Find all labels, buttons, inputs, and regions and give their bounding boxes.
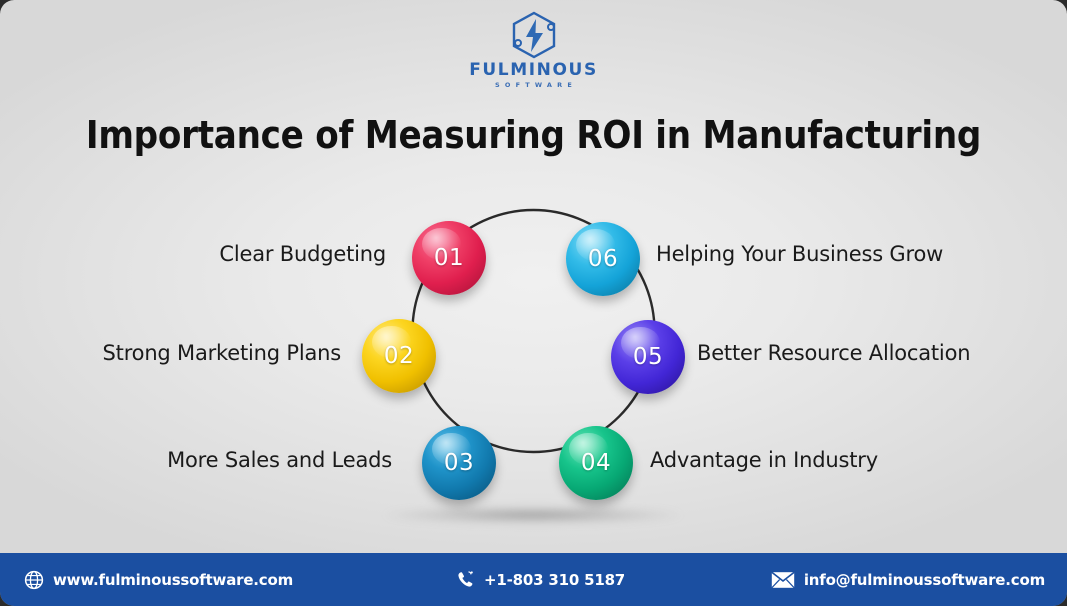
- hexagon-lightning-logo-icon: [512, 11, 555, 59]
- diagram-label-02: Strong Marketing Plans: [102, 341, 342, 365]
- contact-footer: www.fulminoussoftware.com +1-803 310 518…: [0, 553, 1067, 606]
- footer-website[interactable]: www.fulminoussoftware.com: [24, 570, 293, 590]
- diagram-node-02[interactable]: 02: [362, 319, 436, 393]
- brand-subtitle: SOFTWARE: [494, 81, 578, 89]
- diagram-ground-shadow: [383, 506, 683, 524]
- phone-icon: [458, 571, 473, 587]
- globe-icon: [24, 570, 44, 589]
- diagram-node-05[interactable]: 05: [611, 320, 685, 394]
- node-number: 05: [632, 344, 664, 370]
- node-number: 04: [580, 450, 612, 476]
- diagram-label-05: Better Resource Allocation: [697, 341, 971, 365]
- diagram-node-01[interactable]: 01: [412, 221, 486, 295]
- diagram-node-04[interactable]: 04: [559, 426, 633, 500]
- node-number: 01: [433, 245, 465, 271]
- envelope-icon: [771, 571, 795, 588]
- diagram-label-03: More Sales and Leads: [167, 448, 392, 472]
- brand-wordmark: FULMINOUS: [469, 60, 598, 80]
- diagram-label-04: Advantage in Industry: [650, 448, 878, 472]
- circular-diagram: 01 02 03 04 05 06 Clear Budgeting Strong…: [0, 196, 1067, 536]
- diagram-label-01: Clear Budgeting: [219, 242, 386, 266]
- node-number: 06: [587, 246, 619, 272]
- diagram-label-06: Helping Your Business Grow: [656, 242, 944, 266]
- brand-logo: FULMINOUS SOFTWARE: [0, 10, 1067, 89]
- node-number: 03: [443, 450, 475, 476]
- diagram-node-06[interactable]: 06: [566, 222, 640, 296]
- diagram-node-03[interactable]: 03: [422, 426, 496, 500]
- footer-phone-text: +1-803 310 5187: [484, 570, 626, 589]
- footer-email[interactable]: info@fulminoussoftware.com: [771, 571, 1045, 589]
- footer-phone[interactable]: +1-803 310 5187: [456, 570, 625, 589]
- footer-website-text: www.fulminoussoftware.com: [53, 570, 294, 589]
- node-number: 02: [383, 343, 415, 369]
- footer-email-text: info@fulminoussoftware.com: [803, 570, 1045, 589]
- page-title: Importance of Measuring ROI in Manufactu…: [85, 113, 982, 157]
